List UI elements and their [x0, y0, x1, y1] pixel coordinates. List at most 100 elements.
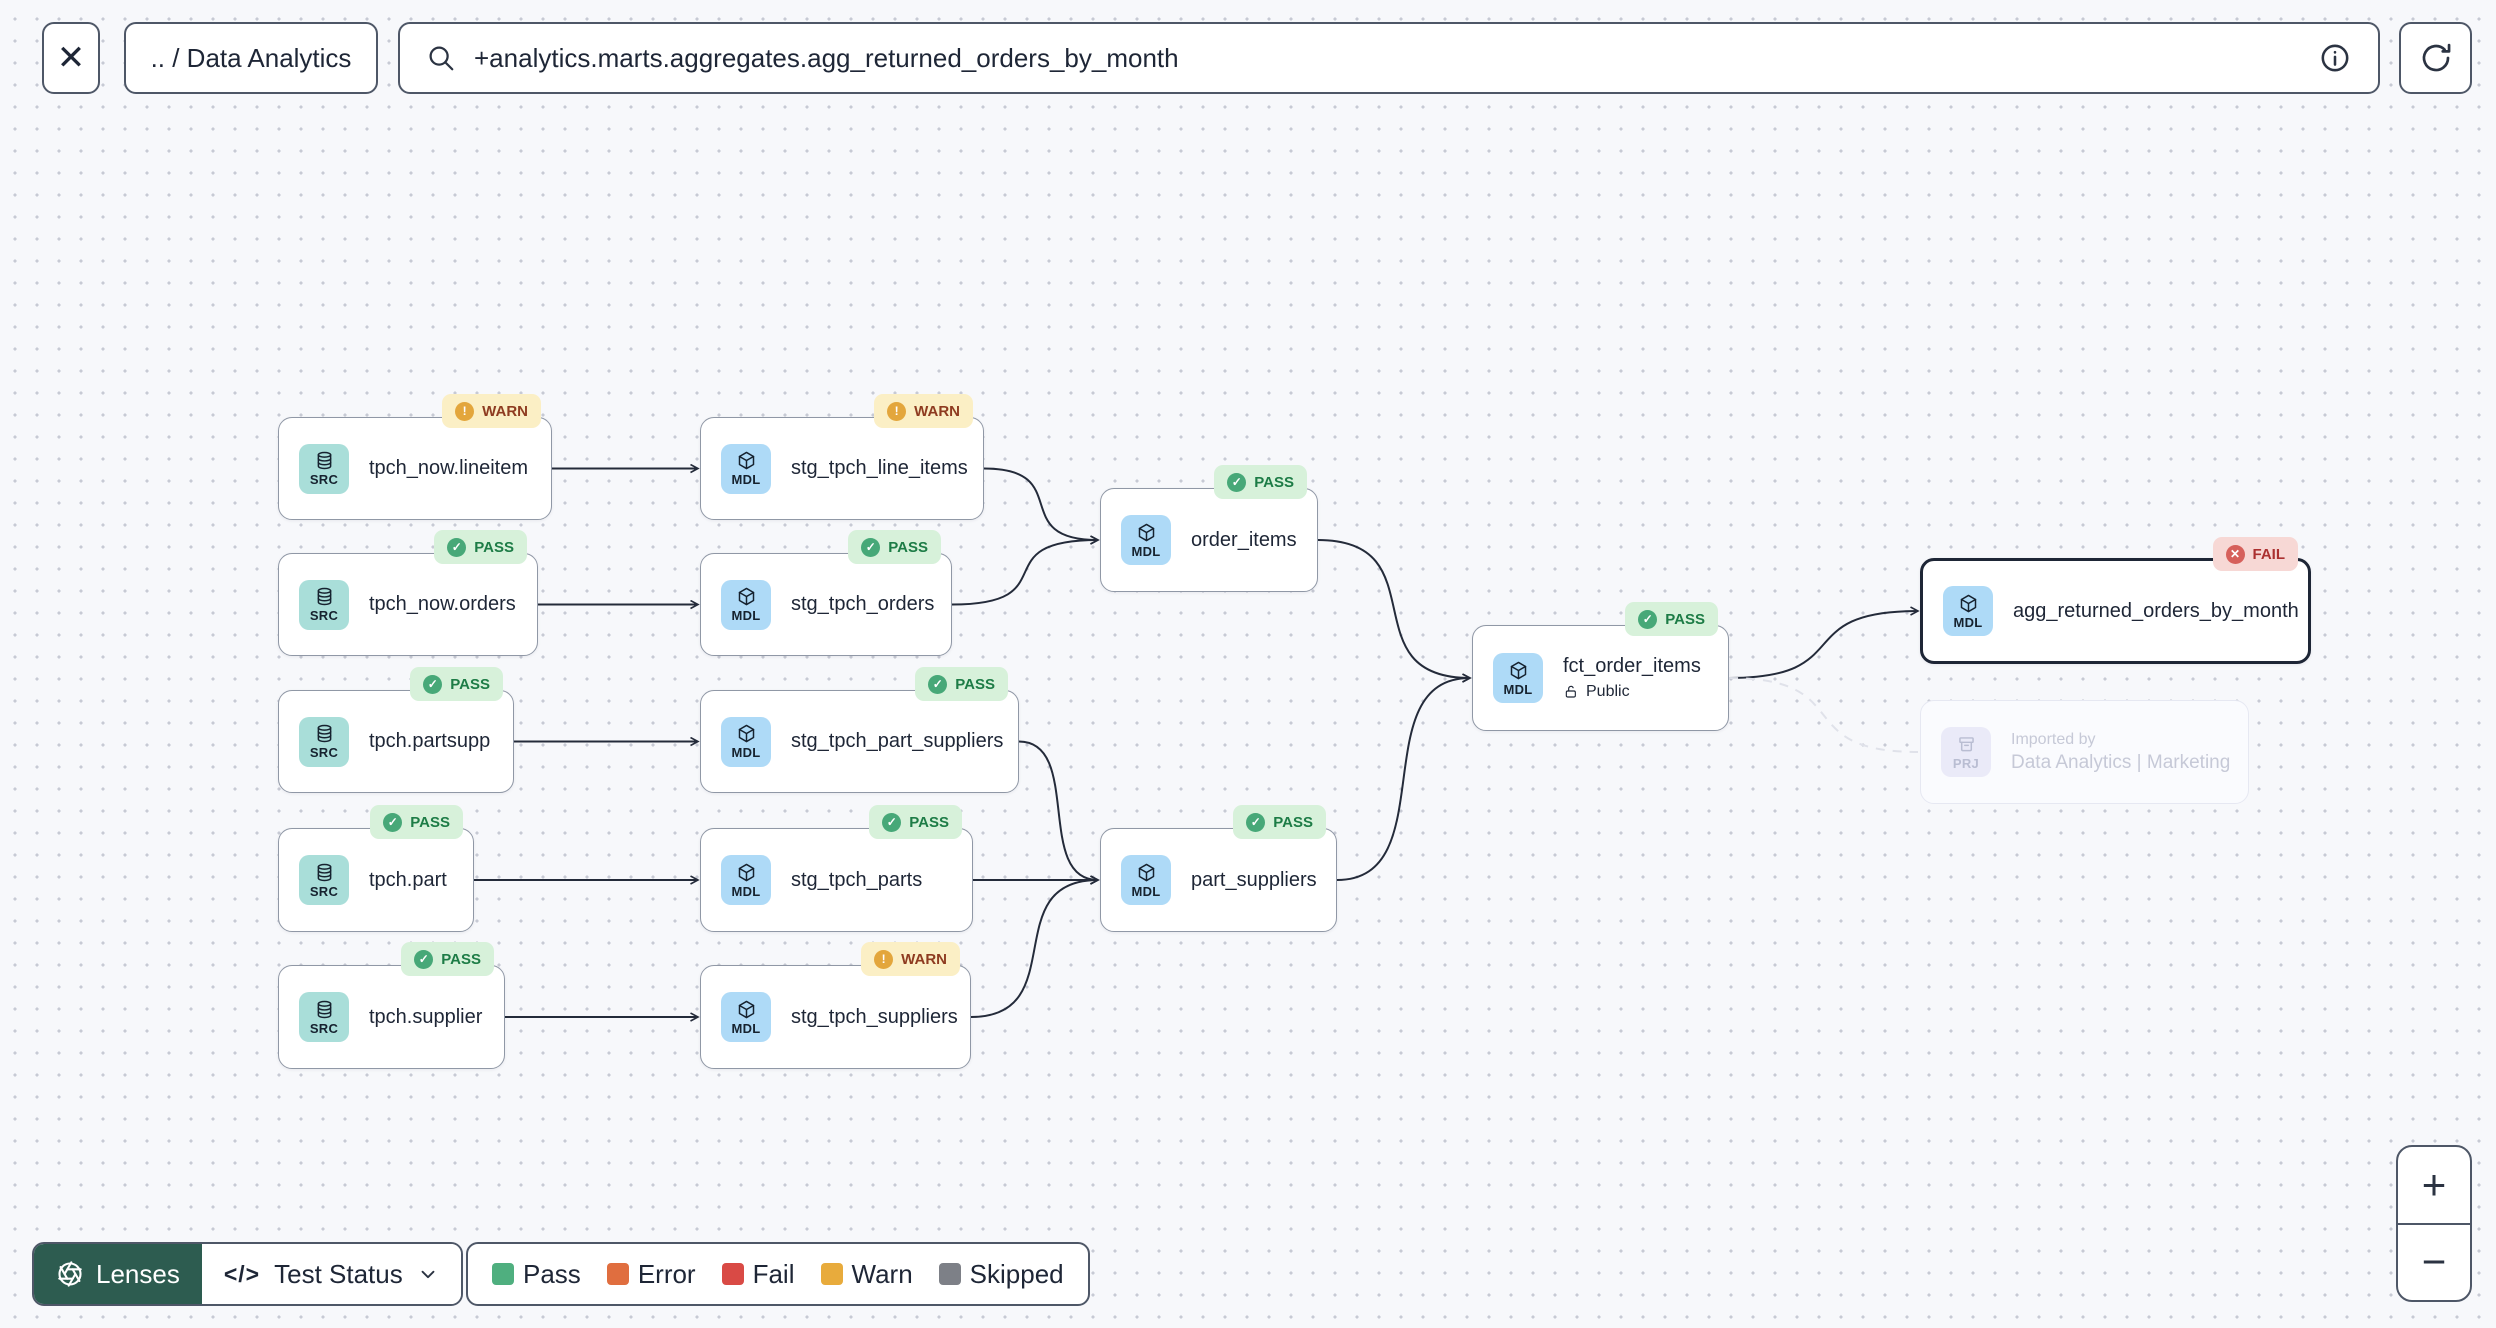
status-badge: ✓PASS — [869, 805, 962, 839]
legend-swatch — [938, 1263, 961, 1285]
node-body: tpch.part — [369, 869, 447, 892]
node-type-chip: SRC — [299, 992, 349, 1042]
node-label: tpch_now.orders — [369, 593, 516, 615]
status-icon: ✓ — [928, 674, 948, 694]
search-bar[interactable] — [398, 22, 2380, 94]
zoom-in-button[interactable]: + — [2421, 1160, 2447, 1208]
node-label: Data Analytics | Marketing — [2011, 751, 2231, 773]
lens-control-group: Lenses </> Test Status — [32, 1242, 463, 1306]
lineage-edge-dashed — [1728, 677, 1919, 753]
graph-node-part_suppliers[interactable]: MDL part_suppliers ✓PASS — [1100, 805, 1337, 932]
node-body: agg_returned_orders_by_month — [2013, 599, 2299, 623]
status-badge: ✓PASS — [1625, 602, 1718, 636]
node-type-chip: MDL — [1121, 855, 1171, 905]
lenses-button[interactable]: Lenses — [34, 1244, 202, 1304]
legend-label: Pass — [523, 1258, 581, 1289]
node-body: tpch.partsupp — [369, 730, 490, 753]
node-body: tpch_now.lineitem — [369, 457, 528, 480]
node-type-chip: MDL — [721, 579, 771, 630]
status-label: WARN — [482, 402, 528, 420]
chevron-down-icon — [421, 1270, 435, 1279]
status-icon: ✓ — [1227, 472, 1247, 492]
database-icon — [317, 451, 331, 470]
status-badge: ✓PASS — [434, 530, 527, 564]
lock-open-icon — [1565, 685, 1576, 698]
status-label: PASS — [410, 813, 450, 831]
node-access-label: Public — [1586, 683, 1630, 700]
legend-item-pass: Pass — [492, 1259, 581, 1290]
node-type-label: SRC — [309, 883, 339, 899]
status-badge: !WARN — [874, 394, 973, 428]
info-icon[interactable] — [2318, 41, 2352, 75]
legend-label: Fail — [752, 1258, 795, 1289]
status-icon: ✓ — [414, 949, 434, 969]
status-label: PASS — [1665, 610, 1705, 628]
lens-selected-value: Test Status — [274, 1258, 403, 1289]
graph-node-imported_by[interactable]: PRJ Imported by Data Analytics | Marketing — [1920, 700, 2249, 804]
status-icon: ! — [455, 401, 475, 421]
breadcrumb[interactable]: .. / Data Analytics — [124, 22, 378, 94]
node-type-label: MDL — [1131, 543, 1161, 559]
legend-item-fail: Fail — [721, 1258, 795, 1290]
node-label: tpch.part — [369, 868, 447, 891]
status-label: PASS — [909, 813, 949, 831]
zoom-out-button[interactable]: − — [2398, 1222, 2470, 1301]
node-type-label: MDL — [731, 608, 761, 623]
legend-swatch — [721, 1263, 744, 1285]
close-icon: ✕ — [56, 39, 86, 77]
node-type-label: MDL — [1503, 681, 1533, 697]
graph-node-stg_tpch_orders[interactable]: MDL stg_tpch_orders ✓PASS — [700, 530, 952, 656]
node-label: stg_tpch_part_suppliers — [791, 730, 1004, 752]
refresh-icon — [2422, 43, 2450, 72]
aperture-icon — [58, 1261, 82, 1287]
node-type-chip: SRC — [299, 855, 349, 905]
status-badge: ✓PASS — [848, 530, 941, 564]
node-label: agg_returned_orders_by_month — [2013, 599, 2299, 622]
status-icon: ✓ — [423, 674, 443, 694]
node-type-label: PRJ — [1952, 755, 1980, 771]
node-body: stg_tpch_line_items — [791, 457, 968, 480]
node-body: stg_tpch_part_suppliers — [791, 730, 1004, 753]
zoom-controls: + − — [2396, 1145, 2472, 1302]
node-pretitle: Imported by — [2011, 730, 2096, 748]
node-label: stg_tpch_orders — [791, 593, 935, 615]
node-access: Public — [1563, 683, 1701, 701]
database-icon — [317, 724, 331, 743]
status-badge: ✓ PASS — [370, 805, 463, 839]
node-type-label: SRC — [309, 745, 339, 760]
node-type-chip: MDL — [721, 855, 771, 905]
legend-swatch — [492, 1263, 514, 1285]
status-icon: ! — [874, 949, 894, 969]
cube-icon — [1960, 594, 1976, 612]
lens-selector[interactable]: </> Test Status — [201, 1244, 461, 1304]
node-type-label: SRC — [309, 1020, 339, 1036]
node-label: stg_tpch_line_items — [791, 457, 968, 479]
refresh-button[interactable] — [2399, 22, 2472, 94]
node-body: stg_tpch_suppliers — [791, 1006, 958, 1029]
legend-swatch — [820, 1263, 843, 1285]
legend-swatch — [606, 1263, 629, 1285]
status-badge: ✓PASS — [1233, 805, 1326, 839]
status-icon: ✓ — [383, 812, 403, 832]
search-input[interactable] — [474, 42, 2300, 74]
legend-item-skipped: Skipped — [938, 1259, 1064, 1290]
close-button[interactable]: ✕ — [42, 22, 100, 94]
node-label: part_suppliers — [1191, 868, 1317, 891]
node-type-label: MDL — [1953, 614, 1983, 630]
node-body: stg_tpch_orders — [791, 593, 934, 616]
status-label: PASS — [955, 675, 995, 693]
lineage-edge — [1317, 539, 1470, 678]
graph-node-tpch_part[interactable]: SRC tpch.part ✓ PASS — [278, 805, 474, 932]
